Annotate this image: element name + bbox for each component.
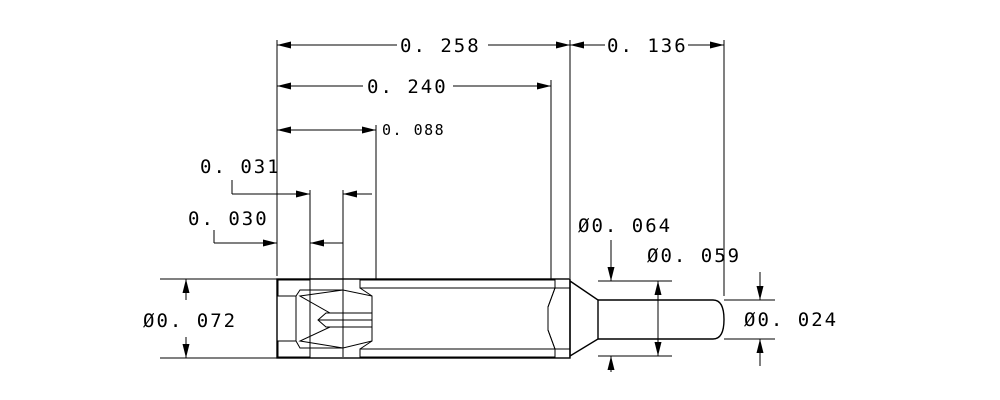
- shoulder-diameter-text: Ø0. 064: [578, 215, 672, 237]
- dim-body-diameter: Ø0. 072: [143, 279, 237, 358]
- tail-length-text: 0. 136: [607, 35, 688, 57]
- overall-length-text: 0. 258: [400, 35, 481, 57]
- body-diameter-text: Ø0. 072: [143, 310, 237, 332]
- collar-bottom: [277, 340, 311, 358]
- dim-tail-diameter: Ø0. 024: [744, 272, 838, 366]
- inner-depth-text: 0. 088: [382, 121, 445, 139]
- collar-top: [277, 279, 311, 297]
- dim-groove-width: 0. 031: [200, 156, 372, 198]
- dim-tail-base-diameter: Ø0. 059: [647, 245, 741, 356]
- spring-contact: [298, 287, 373, 350]
- top-wall: [359, 279, 556, 289]
- groove-width-text: 0. 031: [200, 156, 281, 178]
- tail-base-diameter-text: Ø0. 059: [647, 245, 741, 267]
- dim-inner-depth: 0. 088: [277, 121, 445, 139]
- body-outline: [276, 278, 571, 359]
- bottom-wall: [359, 348, 556, 358]
- dim-tail-length: 0. 136: [570, 35, 724, 57]
- shoulder: [569, 279, 599, 358]
- dim-body-length: 0. 240: [277, 76, 551, 98]
- pin-part: [276, 278, 725, 359]
- dim-groove-offset: 0. 030: [188, 208, 343, 247]
- groove-offset-text: 0. 030: [188, 208, 269, 230]
- tail-diameter-text: Ø0. 024: [744, 309, 838, 331]
- extension-lines: [160, 40, 775, 359]
- dim-shoulder-diameter: Ø0. 064: [578, 215, 672, 372]
- tail-pin: [598, 299, 725, 340]
- dim-overall-length: 0. 258: [277, 35, 570, 57]
- body-length-text: 0. 240: [367, 76, 448, 98]
